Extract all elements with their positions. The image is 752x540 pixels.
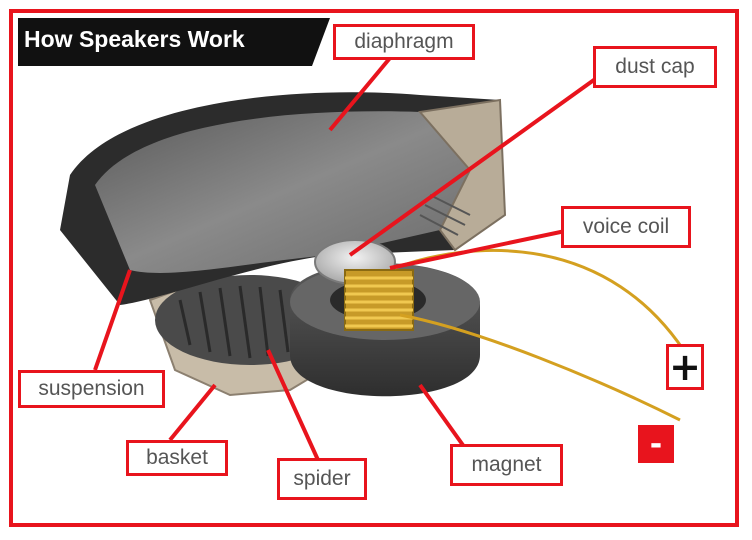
- leader-basket: [168, 383, 217, 442]
- diaphragm-shape: [95, 111, 470, 273]
- label-suspension: suspension: [18, 370, 165, 408]
- label-basket: basket: [126, 440, 228, 476]
- leader-magnet: [418, 383, 472, 457]
- leader-dust-cap: [348, 70, 607, 257]
- wire-minus: [399, 313, 681, 422]
- label-voice-coil: voice coil: [561, 206, 691, 248]
- label-dust-cap: dust cap: [593, 46, 717, 88]
- title-banner: [18, 18, 330, 66]
- terminal-minus: -: [638, 425, 674, 463]
- label-magnet: magnet: [450, 444, 563, 486]
- leader-voice-coil: [389, 228, 571, 270]
- leader-suspension: [93, 269, 132, 371]
- label-diaphragm: diaphragm: [333, 24, 475, 60]
- leader-spider: [266, 349, 320, 461]
- page-title: How Speakers Work: [24, 26, 245, 52]
- label-spider: spider: [277, 458, 367, 500]
- diagram-frame: [9, 9, 739, 527]
- voice-coil-shape: [344, 269, 414, 331]
- leader-diaphragm: [328, 56, 392, 132]
- terminal-plus: +: [666, 344, 704, 390]
